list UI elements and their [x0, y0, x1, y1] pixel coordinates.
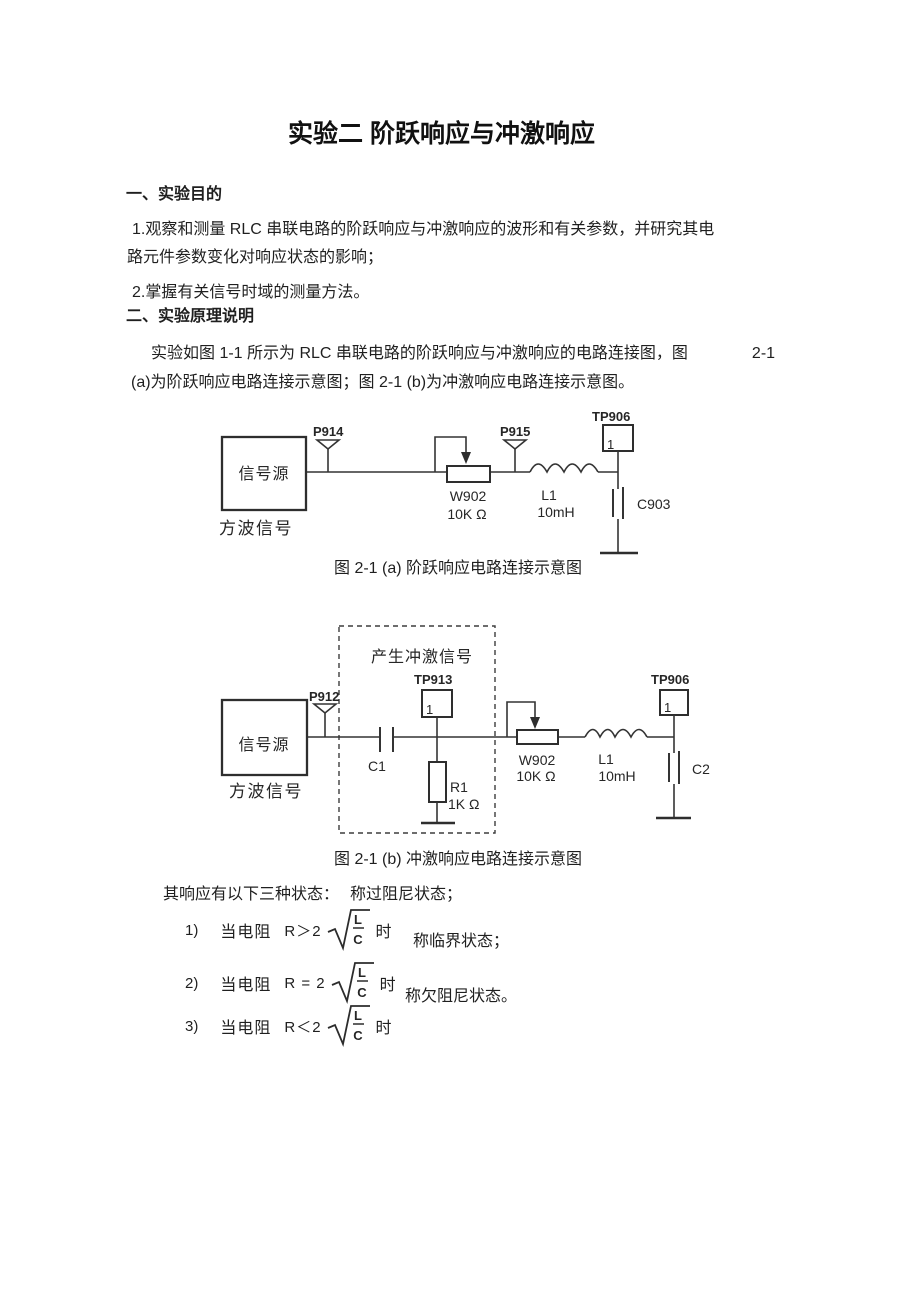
inductor-ref: L1: [598, 751, 614, 767]
pot-wiper-arrow-icon: [461, 452, 471, 464]
sqrt-numerator: L: [358, 965, 366, 980]
section1-heading: 一、实验目的: [126, 186, 223, 203]
state-underdamped-label: 称欠阻尼状态。: [405, 988, 518, 1005]
testpoint1-ref: TP913: [414, 672, 452, 687]
purpose-point2: 2.掌握有关信号时域的测量方法。: [132, 284, 370, 301]
figure-a-caption: 图 2-1 (a) 阶跃响应电路连接示意图: [334, 560, 583, 577]
probe2-ref: P915: [500, 424, 530, 439]
testpoint1-box: [421, 689, 453, 718]
testpoint2-pin: 1: [664, 700, 671, 715]
pot-ref: W902: [450, 488, 487, 504]
principle-intro-line1: 实验如图 1-1 所示为 RLC 串联电路的阶跃响应与冲激响应的电路连接图，图 2…: [151, 345, 775, 363]
state-condition-row: 3) 当电阻 R＜2 L C 时: [185, 1004, 392, 1048]
condition-prefix: 当电阻: [220, 924, 272, 941]
testpoint-box: [602, 424, 634, 452]
state-critical-label: 称临界状态；: [413, 933, 510, 950]
inductor-coil-icon: [584, 728, 648, 739]
cap2-ref: C2: [692, 761, 710, 777]
impulse-generator-dashed-box: [338, 625, 496, 834]
pot-ref: W902: [519, 752, 556, 768]
sqrt-denominator: C: [353, 932, 363, 947]
probe-antenna-icon: [311, 703, 339, 715]
condition-suffix: 时: [375, 1020, 392, 1037]
purpose-point1-line2: 路元件参数变化对响应状态的影响；: [127, 249, 384, 266]
sqrt-lc-formula: L C: [327, 907, 371, 953]
testpoint-ref: TP906: [592, 409, 630, 424]
condition-relation: R = 2: [284, 974, 326, 992]
pot-wiper-arrow-icon: [530, 717, 540, 729]
states-intro: 其响应有以下三种状态：: [163, 886, 340, 903]
signal-source-box: [220, 698, 309, 777]
sqrt-denominator: C: [353, 1028, 363, 1043]
pot-wiper-loop: [434, 436, 467, 472]
pot-body: [516, 729, 559, 745]
condition-relation: R＞2: [284, 922, 322, 940]
pot-wiper-loop: [506, 701, 536, 737]
sqrt-numerator: L: [354, 912, 362, 927]
cap-ref: C903: [637, 496, 671, 512]
cap1-ref: C1: [368, 758, 386, 774]
probe1-ref: P912: [309, 689, 339, 704]
probe1-ref: P914: [313, 424, 344, 439]
inductor-ref: L1: [541, 487, 557, 503]
testpoint2-box: [659, 689, 689, 716]
signal-source-label: 信号源: [238, 465, 289, 483]
state-condition-row: 1) 当电阻 R＞2 L C 时: [185, 906, 392, 954]
state-overdamped-label: 称过阻尼状态；: [350, 886, 463, 903]
circuit-a-schematic: 信号源 方波信号 P914 W902 10K Ω P915 L1 10mH TP…: [219, 409, 671, 555]
pot-value: 10K Ω: [516, 768, 555, 784]
condition-prefix: 当电阻: [220, 977, 272, 994]
section2-heading: 二、实验原理说明: [126, 308, 255, 325]
principle-intro-line1-tail: 2-1: [751, 345, 776, 362]
purpose-point1-line1: 1.观察和测量 RLC 串联电路的阶跃响应与冲激响应的波形和有关参数，并研究其电: [132, 221, 715, 238]
states-intro-line: 其响应有以下三种状态： 称过阻尼状态；: [163, 886, 462, 904]
figure-b-caption: 图 2-1 (b) 冲激响应电路连接示意图: [334, 851, 583, 868]
testpoint2-ref: TP906: [651, 672, 689, 687]
item-number: 2): [185, 974, 199, 992]
item-number: 3): [185, 1017, 199, 1035]
probe-antenna-icon: [314, 439, 342, 451]
pot-body: [446, 465, 491, 483]
state-condition-row: 2) 当电阻 R = 2 L C 时: [185, 958, 396, 1008]
testpoint1-pin: 1: [426, 702, 433, 717]
inductor-coil-icon: [529, 463, 599, 474]
square-wave-label: 方波信号: [219, 519, 293, 538]
condition-suffix: 时: [375, 924, 392, 941]
principle-intro-line2: (a)为阶跃响应电路连接示意图；图 2-1 (b)为冲激响应电路连接示意图。: [131, 374, 635, 391]
principle-intro-line1-main: 实验如图 1-1 所示为 RLC 串联电路的阶跃响应与冲激响应的电路连接图，图: [151, 345, 688, 362]
condition-relation: R＜2: [284, 1018, 322, 1036]
res-value: 1K Ω: [448, 796, 479, 812]
impulse-generator-label: 产生冲激信号: [371, 648, 473, 666]
res-ref: R1: [450, 779, 468, 795]
signal-source-label: 信号源: [238, 736, 289, 754]
page-title: 实验二 阶跃响应与冲激响应: [288, 120, 595, 148]
probe-antenna-icon: [501, 439, 529, 451]
circuit-b-schematic: 产生冲激信号 信号源 方波信号 P912 C1 TP913 1 R1 1K Ω …: [220, 625, 710, 834]
resistor-body: [428, 761, 447, 803]
inductor-value: 10mH: [598, 768, 635, 784]
sqrt-numerator: L: [354, 1008, 362, 1023]
sqrt-denominator: C: [357, 985, 367, 1000]
inductor-value: 10mH: [537, 504, 574, 520]
item-number: 1): [185, 921, 199, 939]
sqrt-lc-formula: L C: [327, 1003, 371, 1049]
condition-prefix: 当电阻: [220, 1020, 272, 1037]
sqrt-lc-formula: L C: [331, 960, 375, 1006]
square-wave-label: 方波信号: [229, 782, 303, 801]
testpoint-pin: 1: [607, 437, 614, 452]
condition-suffix: 时: [379, 977, 396, 994]
pot-value: 10K Ω: [447, 506, 486, 522]
signal-source-box: [220, 435, 308, 512]
